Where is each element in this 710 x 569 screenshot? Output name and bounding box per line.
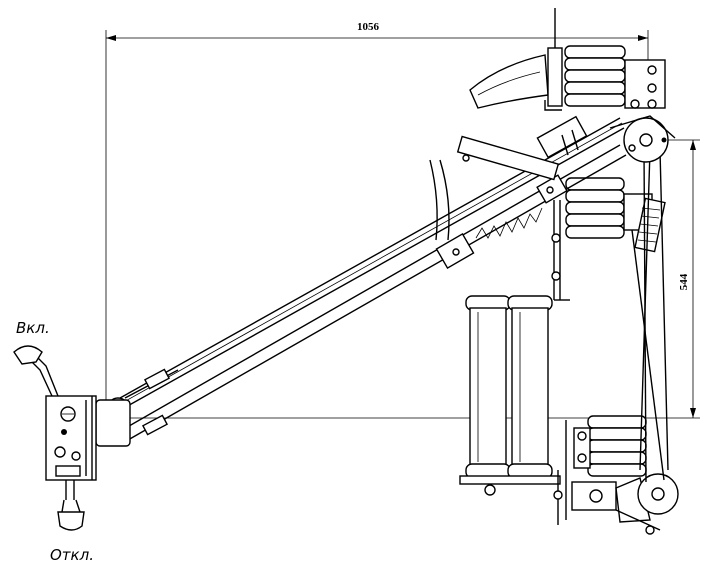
spring-mechanism xyxy=(456,135,560,239)
manual-drive xyxy=(13,345,131,531)
dimension-horizontal-value: 1056 xyxy=(357,21,380,33)
dimension-horizontal: 1056 xyxy=(105,21,649,420)
label-off-position: Откл. xyxy=(50,546,94,564)
support-frame xyxy=(551,200,679,535)
upper-insulator xyxy=(469,8,666,111)
label-on-position: Вкл. xyxy=(16,319,50,337)
dimension-vertical-value: 544 xyxy=(678,273,690,290)
lower-insulator xyxy=(573,415,647,477)
upper-pivot-lever xyxy=(609,115,676,163)
drive-link xyxy=(124,368,179,436)
transmission-rods-right xyxy=(631,149,669,483)
fuse-cartridges xyxy=(459,295,561,496)
operating-rod xyxy=(121,144,627,441)
